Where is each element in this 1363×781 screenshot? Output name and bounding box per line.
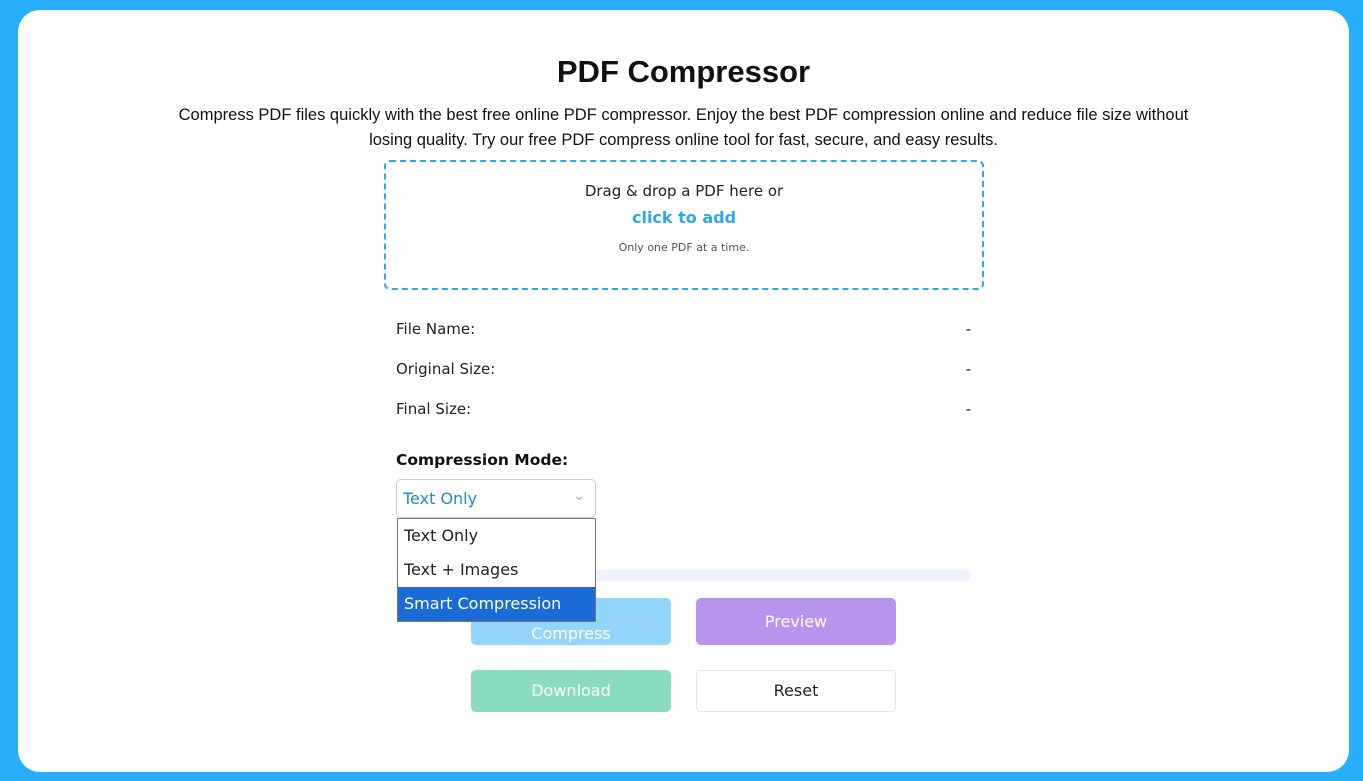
info-label: Final Size: <box>396 400 472 418</box>
chevron-down-icon: ⌄ <box>573 488 585 504</box>
info-label: File Name: <box>396 320 476 338</box>
option-text-only[interactable]: Text Only <box>404 526 479 545</box>
dropzone-text: Drag & drop a PDF here or <box>584 182 784 200</box>
compression-mode-label: Compression Mode: <box>396 451 569 469</box>
page-description: Compress PDF files quickly with the best… <box>178 106 1189 149</box>
selected-value: Text Only <box>403 489 478 508</box>
info-value: - <box>965 320 971 338</box>
reset-button[interactable]: Reset <box>696 670 896 712</box>
info-value: - <box>965 360 971 378</box>
file-name-row: File Name: - <box>396 320 971 338</box>
dropzone-note: Only one PDF at a time. <box>618 241 750 254</box>
download-button[interactable]: Download <box>471 670 671 712</box>
pdf-dropzone[interactable]: Drag & drop a PDF here or click to add O… <box>384 160 984 290</box>
info-value: - <box>965 400 971 418</box>
original-size-row: Original Size: - <box>396 360 971 378</box>
preview-button[interactable]: Preview <box>696 598 896 645</box>
click-to-add-link[interactable]: click to add <box>631 208 737 227</box>
main-card: PDF Compressor Compress PDF files quickl… <box>18 10 1349 772</box>
option-smart-compression[interactable]: Smart Compression <box>398 587 595 621</box>
compression-mode-select[interactable]: Text Only ⌄ <box>396 479 596 518</box>
page-title: PDF Compressor <box>556 54 811 89</box>
compression-mode-options: Text Only Text + Images Smart Compressio… <box>397 518 596 622</box>
option-text-images[interactable]: Text + Images <box>404 560 519 579</box>
info-label: Original Size: <box>396 360 496 378</box>
progress-bar <box>396 570 971 581</box>
final-size-row: Final Size: - <box>396 400 971 418</box>
